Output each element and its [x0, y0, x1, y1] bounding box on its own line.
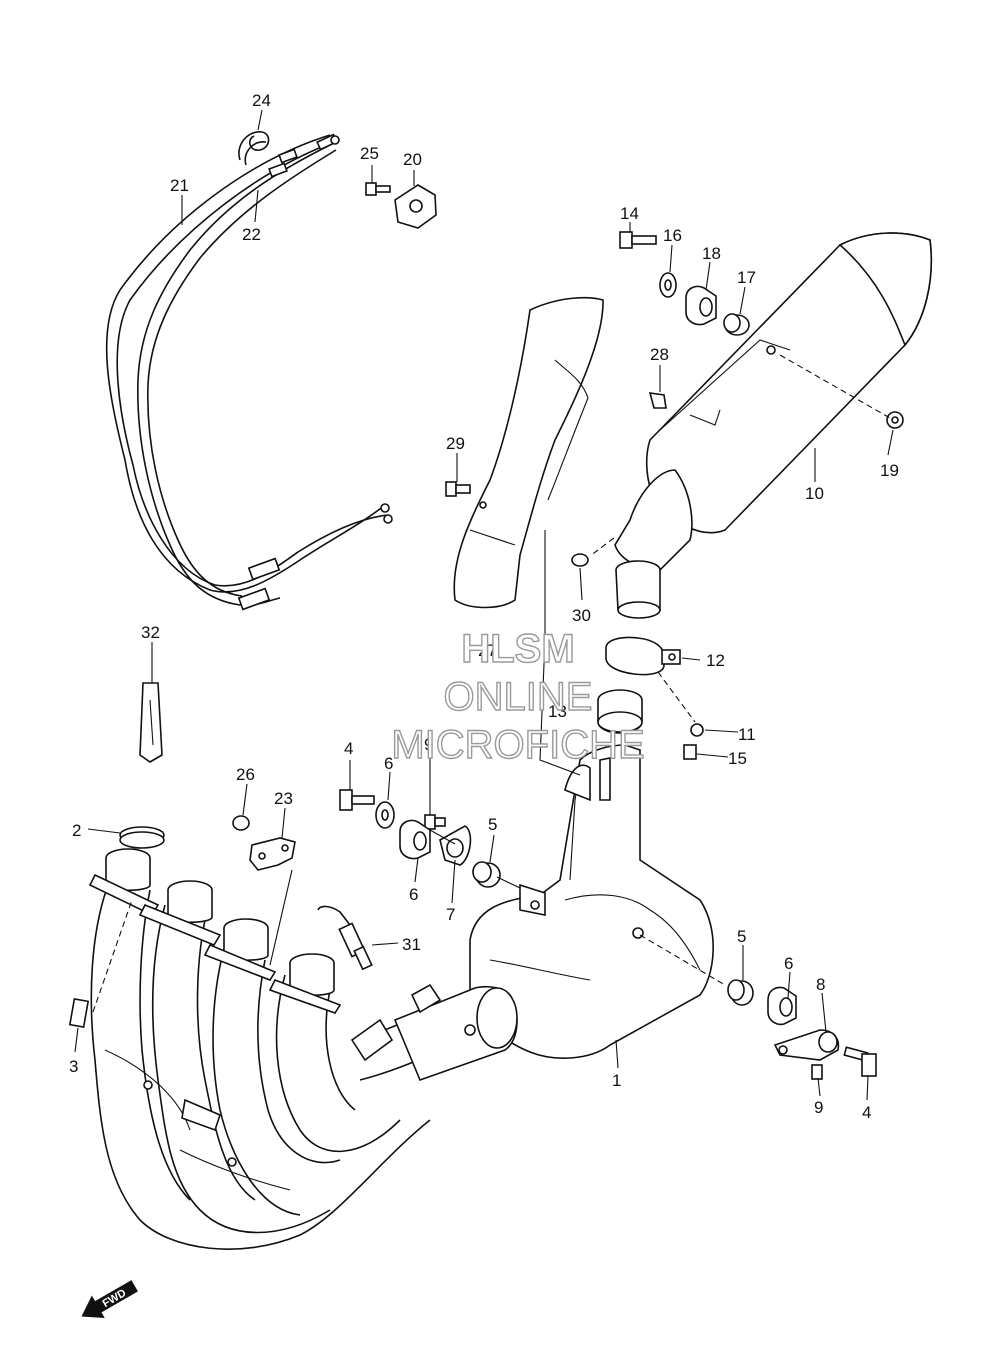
washer-30 — [571, 553, 589, 567]
callout-8: 8 — [816, 975, 825, 994]
bolt-4-right — [843, 1046, 877, 1077]
header-flanges — [88, 848, 342, 1167]
bolt-4-left — [339, 789, 375, 811]
callout-31: 31 — [402, 935, 421, 954]
callout-20: 20 — [403, 150, 422, 169]
callout-32: 32 — [141, 623, 160, 642]
bolt-3 — [68, 998, 90, 1028]
grommet-6-right — [767, 986, 797, 1026]
callout-10: 10 — [805, 484, 824, 503]
collar-5-left — [472, 861, 501, 888]
callout-26: 26 — [236, 765, 255, 784]
tab-28 — [648, 392, 667, 409]
callout-6-left-bottom: 6 — [409, 885, 418, 904]
bracket-7 — [439, 825, 472, 866]
nut-26 — [232, 815, 250, 831]
nut-19 — [886, 411, 904, 429]
gasket-13 — [597, 689, 643, 734]
bolt-9-right — [811, 1064, 823, 1080]
leader-lines — [74, 109, 894, 1101]
cable-bracket-20 — [394, 184, 437, 229]
callout-28: 28 — [650, 345, 669, 364]
bracket-32 — [139, 682, 163, 763]
callout-6-right: 6 — [784, 954, 793, 973]
washer-16 — [659, 272, 677, 298]
header-clamp — [350, 983, 442, 1062]
watermark: HLSM ONLINE MICROFICHE — [391, 626, 646, 767]
callout-21: 21 — [170, 176, 189, 195]
callout-14: 14 — [620, 204, 639, 223]
bolt-29 — [445, 481, 471, 497]
callout-25: 25 — [360, 144, 379, 163]
bolt-9-left — [424, 814, 446, 830]
throttle-cables — [105, 133, 393, 611]
grommet-6-left — [399, 819, 431, 860]
callout-18: 18 — [702, 244, 721, 263]
callout-4-left: 4 — [344, 739, 353, 758]
callout-24: 24 — [252, 91, 271, 110]
oxygen-sensor-31 — [317, 905, 373, 971]
callout-17: 17 — [737, 268, 756, 287]
callout-30: 30 — [572, 606, 591, 625]
callout-23: 23 — [274, 789, 293, 808]
fwd-label: FWD — [101, 1287, 129, 1310]
callout-12: 12 — [706, 651, 725, 670]
gasket-2 — [119, 826, 165, 849]
forward-direction-arrow: FWD — [81, 1280, 138, 1318]
callout-1: 1 — [612, 1071, 621, 1090]
watermark-line-3: MICROFICHE — [391, 723, 644, 767]
callout-3: 3 — [69, 1057, 78, 1076]
collar-17 — [723, 313, 750, 336]
callout-5-right: 5 — [737, 927, 746, 946]
callout-16: 16 — [663, 226, 682, 245]
watermark-line-1: HLSM — [461, 627, 574, 671]
callout-7: 7 — [446, 905, 455, 924]
bracket-23 — [249, 837, 296, 871]
callout-2: 2 — [72, 821, 81, 840]
clip-24 — [238, 131, 270, 166]
connecting-pipe — [393, 985, 518, 1082]
heat-shield-27 — [453, 296, 604, 609]
collar-5-right — [727, 979, 754, 1006]
callout-29: 29 — [446, 434, 465, 453]
bolt-14 — [619, 231, 657, 249]
clamp-12 — [605, 636, 681, 676]
bolt-25 — [365, 182, 391, 196]
callout-13: 13 — [548, 702, 567, 721]
exhaust-chamber-1 — [469, 744, 714, 1059]
callout-15: 15 — [728, 749, 747, 768]
callout-6-left-top: 6 — [384, 754, 393, 773]
callout-22: 22 — [242, 225, 261, 244]
watermark-line-2: ONLINE — [444, 675, 593, 719]
nut-11 — [690, 723, 704, 737]
muffler-10 — [614, 232, 933, 619]
grommet-18 — [685, 285, 717, 326]
callout-11: 11 — [738, 725, 756, 744]
callout-4-right: 4 — [862, 1103, 871, 1122]
callout-9-left: 9 — [424, 735, 433, 754]
callout-27: 27 — [478, 641, 497, 660]
callout-9-right: 9 — [814, 1098, 823, 1117]
washer-6-left-top — [375, 801, 395, 829]
bracket-8 — [773, 1029, 840, 1061]
callout-5-left: 5 — [488, 815, 497, 834]
callout-labels: 1 2 3 4 4 5 5 6 6 6 7 8 9 9 10 11 12 13 … — [69, 91, 899, 1122]
callout-19: 19 — [880, 461, 899, 480]
bolt-15 — [683, 744, 697, 760]
